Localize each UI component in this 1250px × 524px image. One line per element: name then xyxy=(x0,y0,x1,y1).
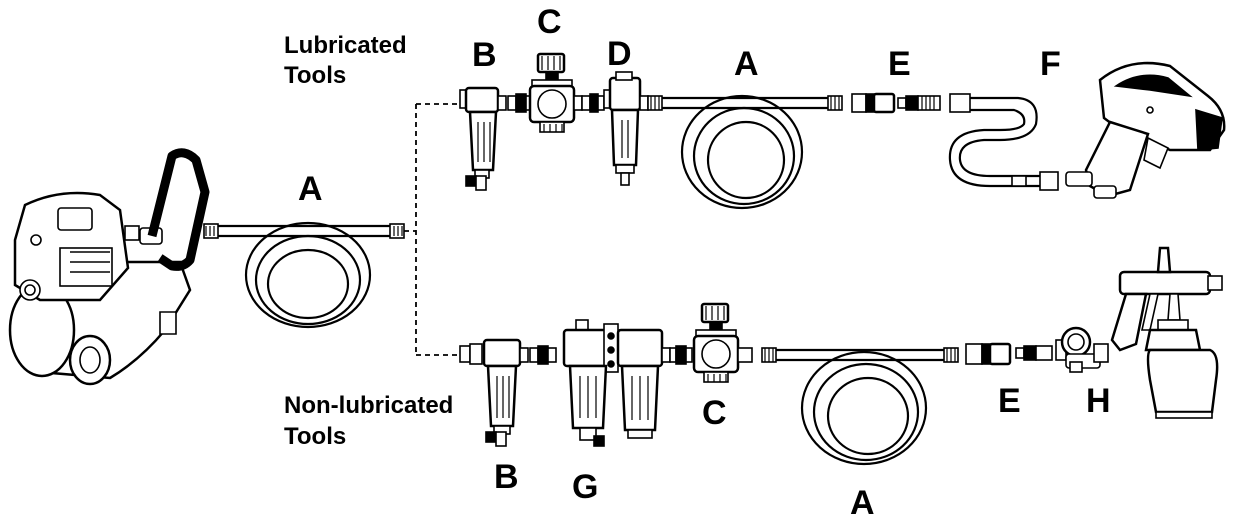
nipple-lower-2 xyxy=(669,345,693,365)
callout-b-upper: B xyxy=(472,36,497,74)
callout-a-upper: A xyxy=(734,45,759,83)
callout-e-lower: E xyxy=(998,382,1021,420)
callout-b-lower: B xyxy=(494,458,519,496)
section-label-lubricated: Lubricated xyxy=(284,32,407,59)
callout-g: G xyxy=(572,468,598,506)
main-air-hose xyxy=(203,221,405,329)
spray-gun xyxy=(1110,246,1223,419)
callout-c-upper: C xyxy=(537,3,562,41)
whip-hose-f xyxy=(948,93,1059,191)
filter-b-upper xyxy=(459,86,507,191)
gauge-h xyxy=(1055,326,1109,373)
regulator-c-upper xyxy=(528,52,583,133)
section-label-lubricated-tools: Tools xyxy=(284,62,346,89)
section-label-non-lubricated-tools: Tools xyxy=(284,423,346,450)
callout-d: D xyxy=(607,35,632,73)
callout-f: F xyxy=(1040,45,1061,83)
callout-a-lower: A xyxy=(850,484,875,522)
callout-a-main: A xyxy=(298,170,323,208)
combo-unit-g xyxy=(562,319,671,447)
filter-b-lower xyxy=(459,338,529,447)
coupler-e-upper xyxy=(851,92,941,114)
nipple-upper-2 xyxy=(581,93,605,113)
regulator-c-lower xyxy=(692,302,753,383)
lubricator-d xyxy=(603,71,649,186)
impact-wrench xyxy=(1065,61,1226,199)
air-hose-lower xyxy=(761,347,959,466)
nipple-lower-1 xyxy=(529,345,557,365)
air-hose-upper xyxy=(647,94,843,210)
split-lines xyxy=(404,103,460,356)
section-label-non-lubricated: Non-lubricated xyxy=(284,392,453,419)
callout-h: H xyxy=(1086,382,1111,420)
callout-e-upper: E xyxy=(888,45,911,83)
air-compressor xyxy=(8,148,210,386)
callout-c-lower: C xyxy=(702,394,727,432)
coupler-e-lower xyxy=(965,342,1053,366)
